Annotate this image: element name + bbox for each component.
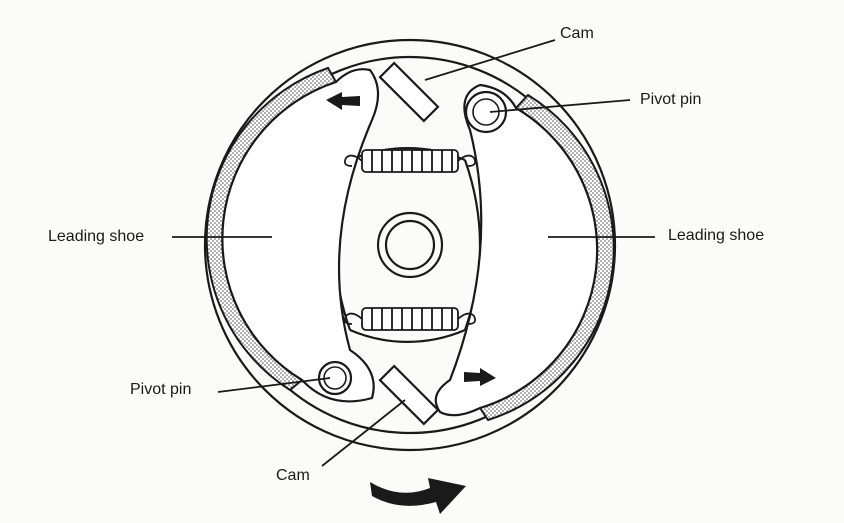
bottom-return-spring bbox=[343, 307, 477, 331]
left-leading-shoe bbox=[205, 66, 380, 403]
label-pivot-pin-right: Pivot pin bbox=[640, 91, 702, 108]
left-shoe-arrow bbox=[326, 92, 360, 110]
label-pivot-pin-left: Pivot pin bbox=[130, 381, 192, 398]
leader-pivot-right bbox=[489, 99, 631, 113]
leader-pivot-left bbox=[217, 377, 331, 393]
right-shoe-body bbox=[434, 83, 599, 417]
label-leading-shoe-right: Leading shoe bbox=[668, 227, 765, 244]
right-pivot-pin bbox=[464, 90, 508, 134]
label-cam-bottom: Cam bbox=[276, 467, 310, 484]
bottom-cam bbox=[378, 364, 440, 426]
drum-outer-rim bbox=[203, 38, 617, 452]
top-cam bbox=[378, 61, 440, 123]
left-shoe-body bbox=[221, 68, 380, 403]
backing-plate bbox=[333, 147, 482, 343]
label-cam-top: Cam bbox=[560, 25, 594, 42]
rotation-arrow bbox=[370, 478, 466, 514]
label-leading-shoe-left: Leading shoe bbox=[48, 228, 145, 245]
top-return-spring bbox=[343, 149, 477, 173]
leader-cam-bottom bbox=[321, 399, 406, 467]
right-shoe-arrow bbox=[464, 368, 496, 386]
hub-inner bbox=[384, 219, 436, 271]
hub-outer bbox=[376, 211, 444, 279]
right-leading-shoe bbox=[434, 83, 615, 422]
leader-cam-top bbox=[424, 39, 556, 81]
